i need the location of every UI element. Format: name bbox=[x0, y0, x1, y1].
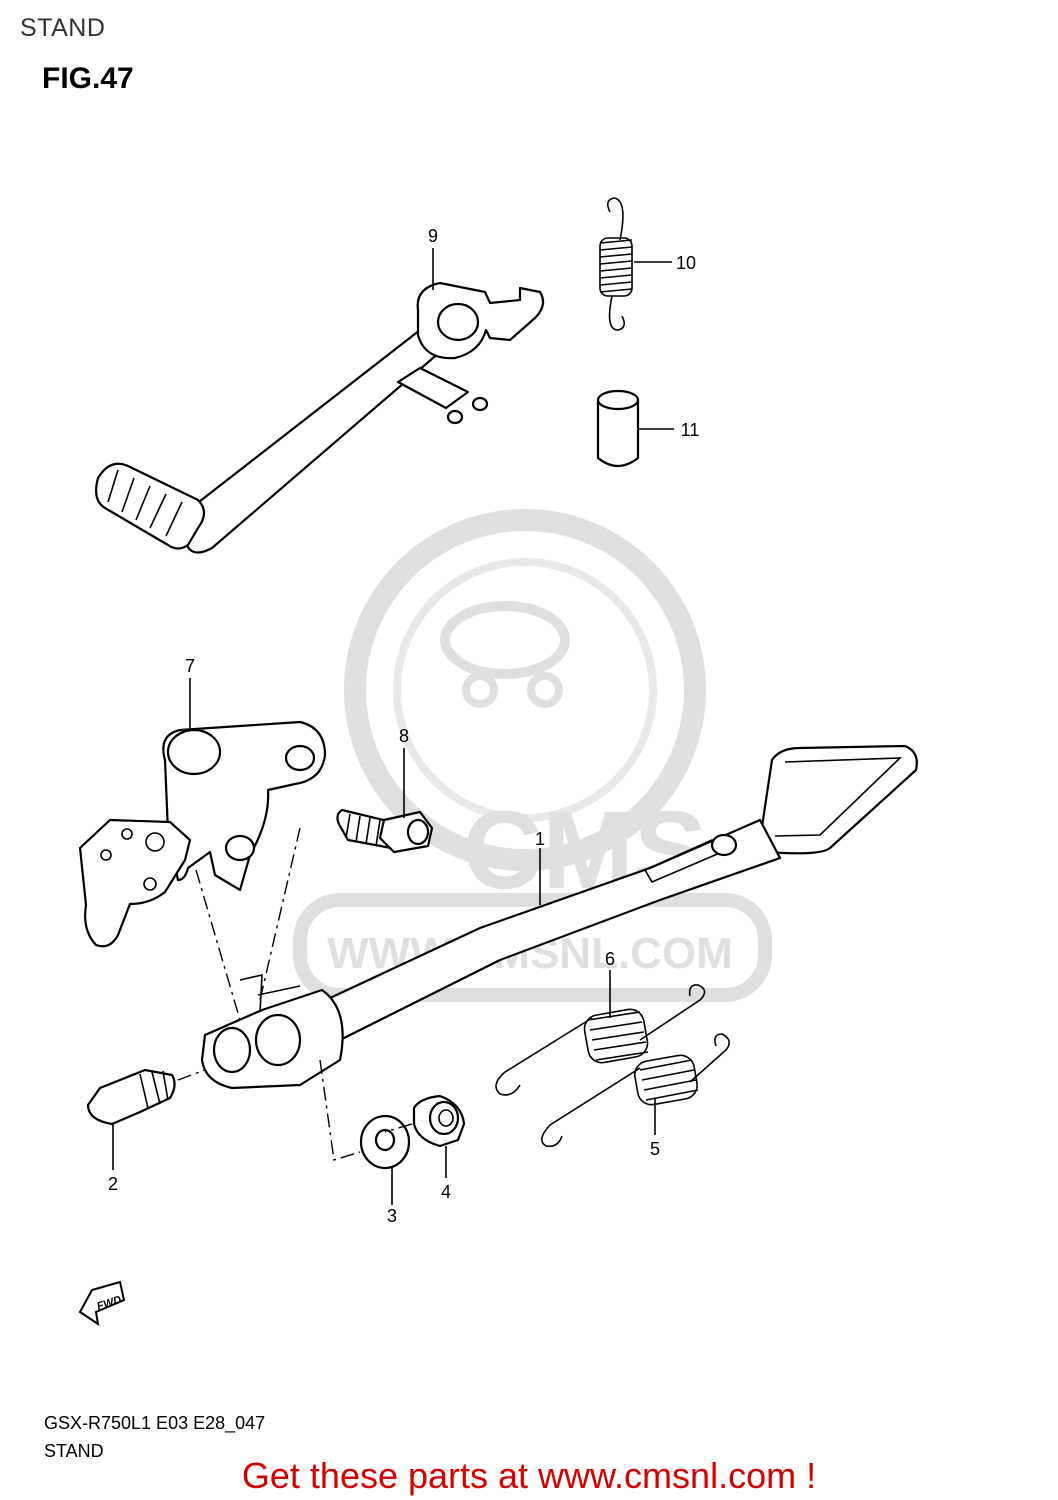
callout-label: 3 bbox=[387, 1206, 397, 1226]
bolt-2-part bbox=[86, 1068, 176, 1126]
forward-direction-icon: FWD bbox=[78, 1280, 126, 1327]
callout-label: 7 bbox=[185, 656, 195, 676]
cta-link[interactable]: Get these parts at www.cmsnl.com ! bbox=[241, 1455, 817, 1496]
stand-spring-5-part bbox=[541, 1033, 730, 1148]
callout-label: 2 bbox=[108, 1174, 118, 1194]
spacer-part bbox=[596, 389, 640, 468]
footer-model-code: GSX-R750L1 E03 E28_047 bbox=[44, 1413, 266, 1433]
stand-spring-6-part bbox=[495, 984, 706, 1096]
washer-part bbox=[359, 1114, 411, 1170]
callout-label: 8 bbox=[399, 726, 409, 746]
bracket-part bbox=[78, 720, 327, 948]
callout-label: 11 bbox=[681, 420, 700, 440]
callout-labels: 1 2 3 4 5 6 7 8 9 10 11 bbox=[108, 226, 699, 1226]
nut-part bbox=[412, 1094, 466, 1148]
bolt-8-part bbox=[336, 808, 434, 854]
section-title: STAND bbox=[20, 14, 106, 42]
stand-part bbox=[200, 744, 918, 1090]
callout-label: 4 bbox=[441, 1182, 451, 1202]
return-spring-part bbox=[599, 197, 633, 331]
callout-label: 10 bbox=[676, 253, 696, 273]
leader-lines bbox=[112, 248, 674, 1205]
callout-label: 6 bbox=[605, 949, 615, 969]
footer-section-name: STAND bbox=[44, 1441, 104, 1461]
callout-label: 1 bbox=[535, 829, 545, 849]
callout-label: 9 bbox=[428, 226, 438, 246]
figure-label: FIG.47 bbox=[42, 62, 134, 95]
callout-label: 5 bbox=[650, 1139, 660, 1159]
brake-pedal-part bbox=[95, 281, 545, 554]
assembly-lines bbox=[177, 827, 413, 1161]
